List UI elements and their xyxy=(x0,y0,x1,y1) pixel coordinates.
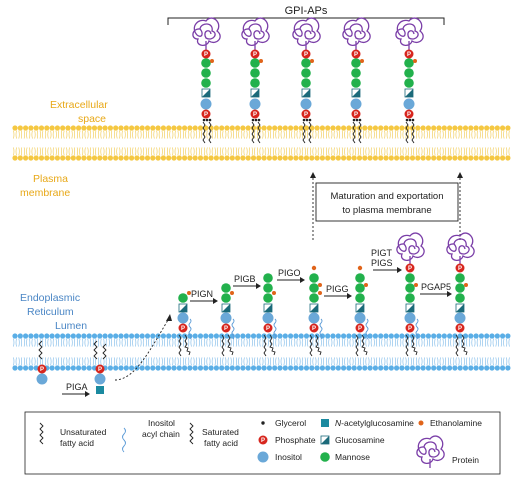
er-label: Endoplasmic xyxy=(20,292,80,304)
pigb-label: PIGB xyxy=(234,274,256,284)
svg-text:P: P xyxy=(312,326,316,332)
svg-text:Glycerol: Glycerol xyxy=(275,418,306,428)
extracellular-label-2: space xyxy=(78,113,106,125)
gpi-aps-bracket xyxy=(167,17,445,25)
svg-text:P: P xyxy=(408,326,412,332)
svg-text:P: P xyxy=(458,326,462,332)
svg-text:fatty acid: fatty acid xyxy=(204,438,238,448)
pigt-label: PIGT xyxy=(371,248,393,258)
pgap5-label: PGAP5 xyxy=(421,282,451,292)
svg-text:P: P xyxy=(458,266,462,272)
plasma-membrane-label-2: membrane xyxy=(20,187,70,199)
svg-text:Unsaturated: Unsaturated xyxy=(60,427,107,437)
svg-text:Protein: Protein xyxy=(452,455,479,465)
enzyme-labels: PIGA PIGN PIGB PIGO PIGG PIGT PIGS PGAP5 xyxy=(66,248,451,392)
gpi-ap-anchors xyxy=(193,18,423,143)
plasma-membrane-label: Plasma xyxy=(33,173,68,185)
svg-text:fatty acid: fatty acid xyxy=(60,438,94,448)
svg-text:Inositol: Inositol xyxy=(275,452,302,462)
gpi-aps-label: GPI-APs xyxy=(285,5,328,17)
svg-text:P: P xyxy=(261,438,265,444)
svg-text:Mannose: Mannose xyxy=(335,452,370,462)
svg-text:Maturation and exportation: Maturation and exportation xyxy=(330,191,443,202)
pigg-label: PIGG xyxy=(326,284,349,294)
svg-text:Inositol: Inositol xyxy=(148,418,175,428)
svg-text:P: P xyxy=(98,367,102,373)
svg-text:P: P xyxy=(408,266,412,272)
svg-text:N-acetylglucosamine: N-acetylglucosamine xyxy=(335,418,414,428)
er-precursors: P P P P xyxy=(36,232,475,394)
er-label-3: Lumen xyxy=(55,320,87,332)
svg-text:Saturated: Saturated xyxy=(202,427,239,437)
svg-text:P: P xyxy=(224,326,228,332)
enzyme-arrowheads xyxy=(85,267,452,397)
svg-text:P: P xyxy=(40,367,44,373)
svg-text:P: P xyxy=(358,326,362,332)
plasma-membrane xyxy=(12,125,511,161)
svg-text:Glucosamine: Glucosamine xyxy=(335,435,385,445)
svg-text:P: P xyxy=(266,326,270,332)
pigo-label: PIGO xyxy=(278,268,301,278)
legend: Unsaturated fatty acid Inositol acyl cha… xyxy=(24,411,501,475)
er-label-2: Reticulum xyxy=(27,306,74,318)
svg-text:P: P xyxy=(181,326,185,332)
svg-text:acyl chain: acyl chain xyxy=(142,429,180,439)
svg-text:Phosphate: Phosphate xyxy=(275,435,316,445)
pign-label: PIGN xyxy=(191,289,213,299)
svg-text:Ethanolamine: Ethanolamine xyxy=(430,418,482,428)
piga-label: PIGA xyxy=(66,382,88,392)
enzyme-arrows xyxy=(62,269,447,395)
er-membrane xyxy=(12,333,511,371)
svg-text:to plasma membrane: to plasma membrane xyxy=(342,205,431,216)
extracellular-label: Extracellular xyxy=(50,99,108,111)
pigs-label: PIGS xyxy=(371,258,393,268)
maturation-box: Maturation and exportation to plasma mem… xyxy=(315,182,459,222)
